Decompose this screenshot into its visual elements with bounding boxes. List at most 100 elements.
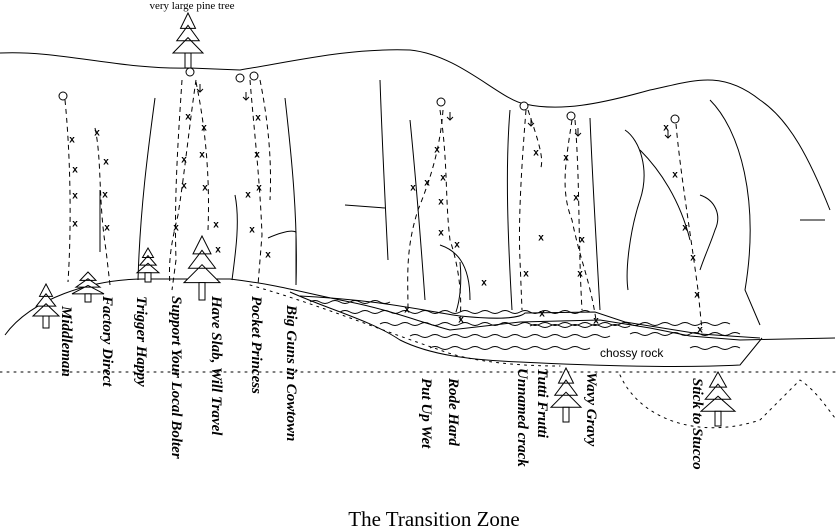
pine-tree-icon	[699, 370, 737, 427]
route-label-factory-direct: Factory Direct	[99, 295, 115, 387]
trail-lines	[0, 284, 840, 429]
pine-tree-icon	[71, 271, 105, 303]
cliff-base-line	[4, 278, 836, 341]
page-title: The Transition Zone	[348, 507, 520, 528]
bolt-icon: x	[104, 223, 110, 234]
bolt-icon: x	[181, 155, 187, 166]
anchor-icon	[185, 67, 195, 77]
route-line	[195, 81, 209, 231]
route-label-wavy-gravy: Wavy Gravy	[583, 372, 599, 447]
route-line	[259, 79, 272, 201]
bolt-icon: x	[265, 250, 271, 261]
arrow-icon	[527, 118, 535, 127]
bolt-icon: x	[202, 183, 208, 194]
route-label-pocket-princess: Pocket Princess	[248, 296, 264, 394]
arrow-icon	[242, 92, 250, 101]
route-label-unnamed-crack: Unnamed crack	[514, 368, 530, 467]
bolt-icon: x	[69, 135, 75, 146]
chossy-rock-label: chossy rock	[600, 346, 664, 360]
bolt-icon: x	[438, 197, 444, 208]
arrow-icon	[574, 128, 582, 137]
pine-tree-icon	[135, 247, 161, 283]
route-label-middleman: Middleman	[58, 305, 74, 377]
pine-tree-icon	[182, 234, 222, 301]
bolt-icon: x	[579, 235, 585, 246]
pine-tree-icon	[31, 282, 61, 329]
bolt-icon: x	[199, 150, 205, 161]
bolt-icon: x	[438, 228, 444, 239]
arrow-icon	[446, 112, 454, 121]
chossy-rock-boundary	[289, 291, 763, 367]
bolt-icon: x	[72, 219, 78, 230]
bolt-icon: x	[440, 173, 446, 184]
bolt-icon: x	[523, 269, 529, 280]
bolt-icon: x	[72, 191, 78, 202]
bolt-icon: x	[256, 183, 262, 194]
bolt-icon: x	[458, 315, 464, 326]
trees	[31, 11, 737, 427]
bolt-icon: x	[424, 178, 430, 189]
route-line	[574, 119, 583, 311]
bolt-icon: x	[410, 183, 416, 194]
bolt-icon: x	[255, 113, 261, 124]
route-line	[527, 109, 543, 171]
route-label-rode-hard: Rode Hard	[445, 377, 461, 446]
anchor-icon	[519, 101, 529, 111]
bolt-icon: x	[694, 290, 700, 301]
route-line	[675, 123, 703, 331]
bolt-icon: x	[185, 112, 191, 123]
route-line	[518, 109, 527, 311]
bolt-icon: x	[690, 253, 696, 264]
bolt-icon: x	[697, 325, 703, 336]
bolt-icon: x	[404, 305, 410, 316]
route-label-have-slab-will-travel: Have Slab, Will Travel	[208, 295, 224, 436]
pine-tree-icon	[549, 366, 583, 423]
route-label-support-your-local-bolter: Support Your Local Bolter	[168, 296, 184, 459]
route-line	[94, 127, 111, 286]
bolt-icon: x	[215, 245, 221, 256]
anchor-icon	[566, 111, 576, 121]
route-label-put-up-wet: Put Up Wet	[418, 378, 434, 449]
route-line	[439, 109, 462, 321]
arrow-icon	[196, 84, 204, 93]
bolt-icon: x	[434, 145, 440, 156]
bolt-icon: x	[481, 278, 487, 289]
bolt-icon: x	[245, 190, 251, 201]
route-label-big-guns-in-cowtown: Big Guns in Cowtown	[283, 304, 299, 441]
route-lines	[64, 79, 703, 331]
bolt-icon: x	[201, 123, 207, 134]
bolt-icon: x	[577, 269, 583, 280]
bolt-icon: x	[249, 225, 255, 236]
bolt-icon: x	[539, 309, 545, 320]
bolt-icon: x	[682, 223, 688, 234]
bolt-icon: x	[593, 316, 599, 327]
route-line	[407, 109, 444, 311]
anchor-icon	[235, 73, 245, 83]
route-label-stick-to-stucco: Stick to Stucco	[689, 378, 705, 470]
anchors	[58, 67, 680, 139]
anchor-icon	[436, 97, 446, 107]
bolt-icon: x	[533, 148, 539, 159]
route-line	[249, 79, 263, 286]
chossy-rock-texture	[309, 300, 741, 350]
bolt-icon: x	[672, 170, 678, 181]
bolt-icon: x	[102, 190, 108, 201]
arrow-icon	[664, 130, 672, 139]
bolt-icon: x	[181, 181, 187, 192]
route-line	[564, 119, 597, 321]
bolt-icon: x	[663, 123, 669, 134]
bolt-icon: x	[563, 153, 569, 164]
anchor-icon	[670, 114, 680, 124]
pine-tree-icon	[171, 11, 205, 69]
bolt-icon: x	[173, 223, 179, 234]
bolt-icon: x	[94, 128, 100, 139]
top-tree-label: very large pine tree	[149, 0, 234, 12]
bolt-icon: x	[213, 220, 219, 231]
route-line	[64, 99, 71, 283]
route-line	[169, 79, 197, 286]
route-label-trigger-happy: Trigger Happy	[133, 296, 149, 387]
bolt-icon: x	[573, 193, 579, 204]
bolt-icon: x	[454, 240, 460, 251]
